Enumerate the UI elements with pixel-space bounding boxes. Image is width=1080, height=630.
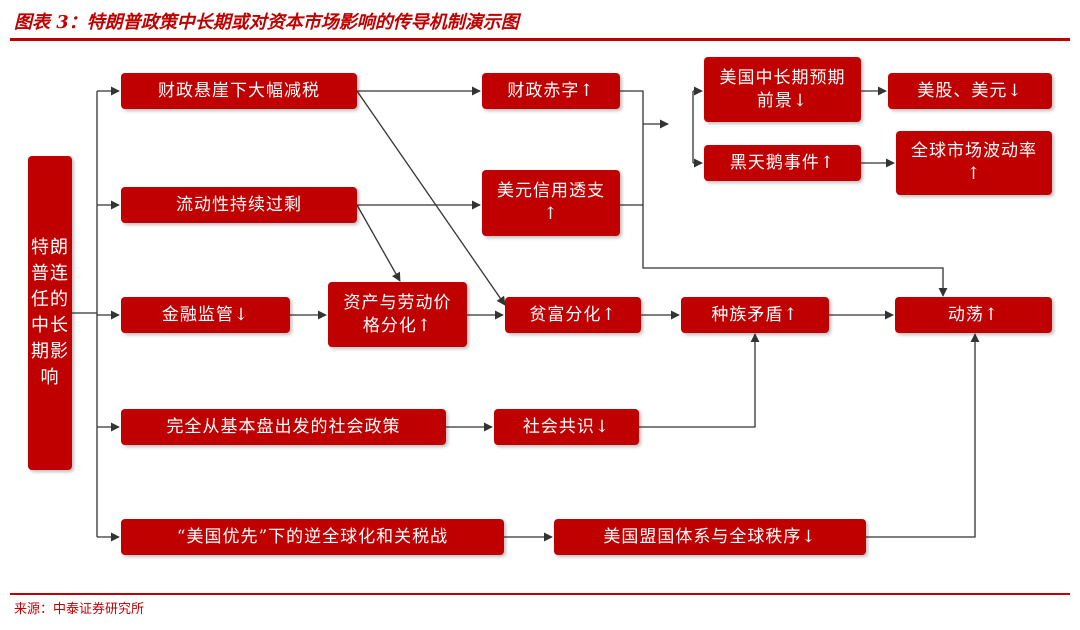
node-ethnic-conflict: 种族矛盾↑: [681, 297, 829, 333]
node-america-first: “美国优先”下的逆全球化和关税战: [121, 519, 504, 555]
connector-deficit-down: [620, 90, 948, 297]
node-regulation: 金融监管↓: [121, 297, 290, 333]
node-turmoil: 动荡↑: [895, 297, 1052, 333]
title-rule: [10, 38, 1070, 41]
node-us-outlook: 美国中长期预期前景↓: [704, 57, 861, 122]
node-black-swan: 黑天鹅事件↑: [704, 145, 861, 181]
connector-liquidity-to-asset-labor: [356, 204, 401, 282]
node-stocks-usd: 美股、美元↓: [888, 73, 1052, 109]
footer-rule: [10, 593, 1070, 595]
figure-title: 图表 3：特朗普政策中长期或对资本市场影响的传导机制演示图: [14, 12, 519, 33]
connector-consensus-to-ethnic: [639, 333, 760, 428]
node-social-consensus: 社会共识↓: [494, 409, 639, 445]
node-volatility: 全球市场波动率↑: [896, 131, 1052, 195]
node-asset-labor: 资产与劳动价格分化↑: [328, 282, 467, 347]
connector-fiscal-cliff-to-wealth-gap: [356, 90, 506, 306]
connector-alliance-to-turmoil: [866, 333, 980, 538]
node-fiscal-cliff: 财政悬崖下大幅减税: [121, 73, 357, 109]
node-fiscal-deficit: 财政赤字↑: [482, 73, 620, 109]
node-social-policy: 完全从基本盘出发的社会政策: [121, 409, 446, 445]
node-liquidity: 流动性持续过剩: [121, 187, 357, 223]
node-usd-credit: 美元信用透支↑: [482, 170, 620, 236]
node-wealth-gap: 贫富分化↑: [505, 297, 641, 333]
node-alliance: 美国盟国体系与全球秩序↓: [554, 519, 866, 555]
node-root: 特朗普连任的中长期影响: [28, 156, 72, 470]
source-note: 来源：中泰证券研究所: [14, 602, 145, 617]
